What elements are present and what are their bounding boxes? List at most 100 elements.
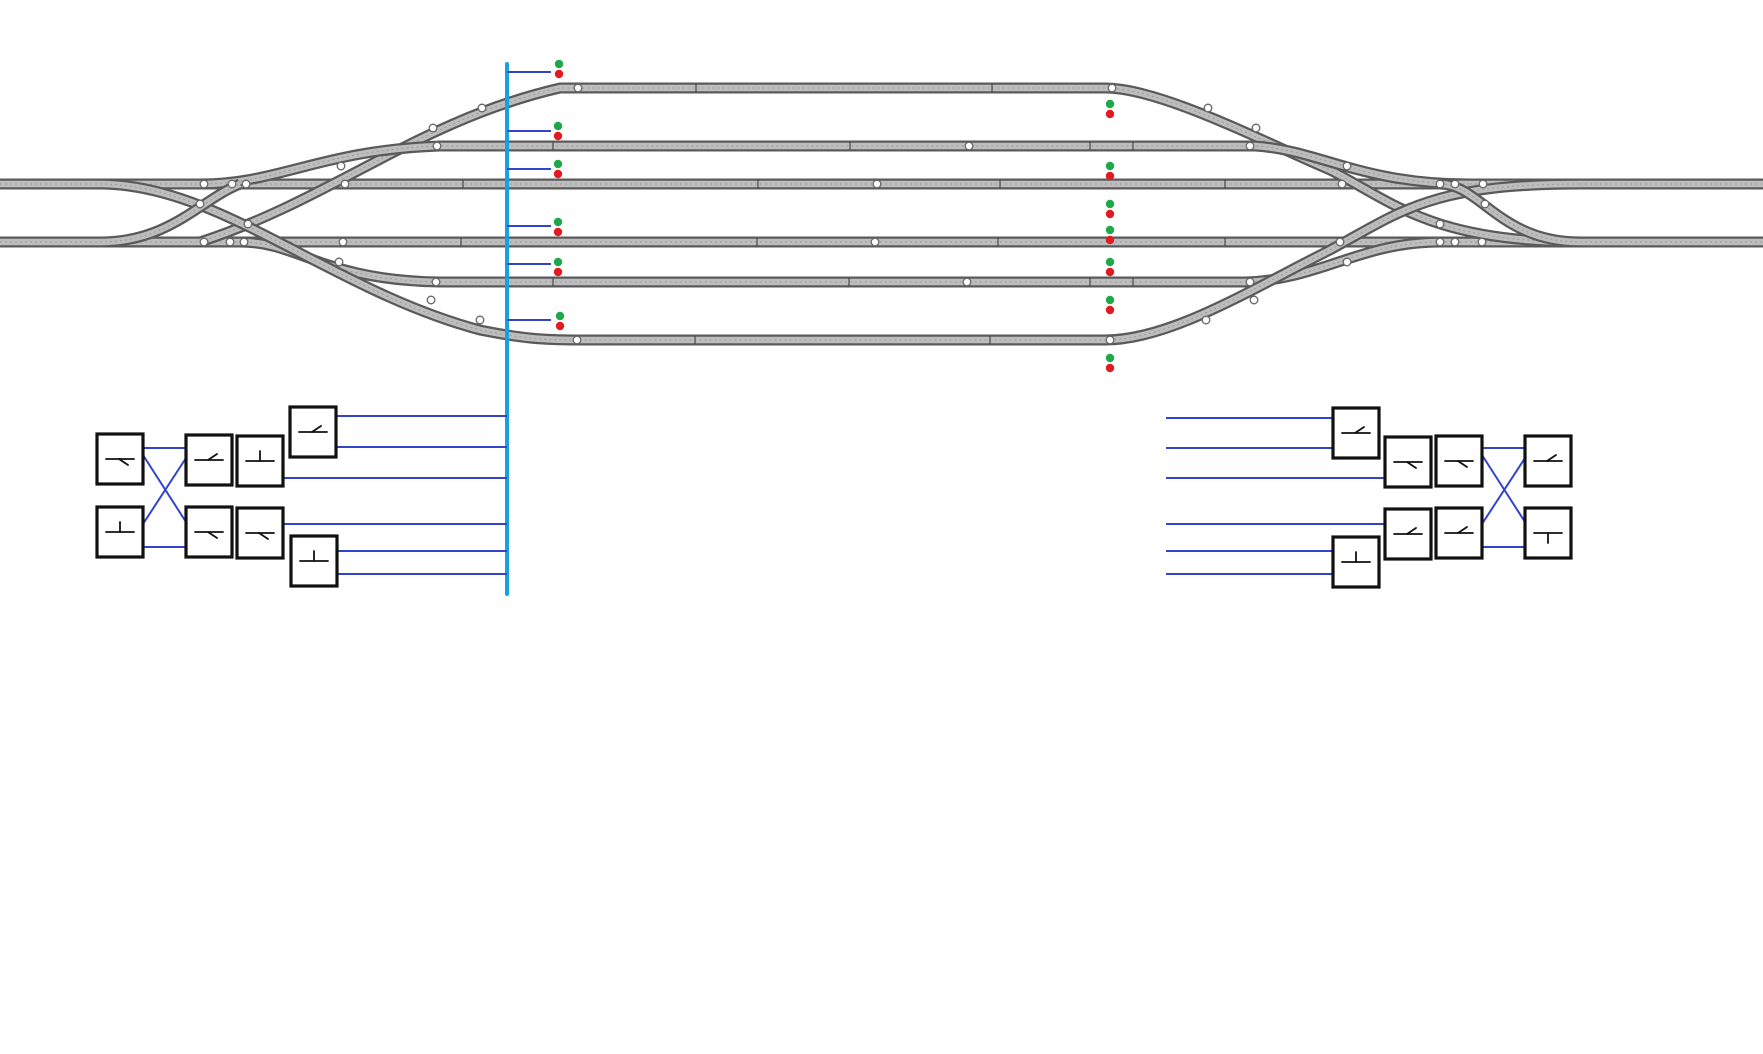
rail-joint xyxy=(1450,237,1460,247)
track-centerline-siding-top xyxy=(199,87,1581,243)
signal-east[interactable] xyxy=(1105,353,1115,373)
switch-west-6[interactable] xyxy=(235,506,285,560)
rail-joint xyxy=(1337,179,1347,189)
rail-joint xyxy=(334,257,344,267)
signal-east[interactable] xyxy=(1105,99,1115,119)
rail-joint xyxy=(1201,315,1211,325)
turnout-switch-icon xyxy=(1444,526,1474,534)
rail-joint xyxy=(1435,179,1445,189)
turnout-switch-icon xyxy=(245,450,275,462)
signal-east[interactable] xyxy=(1105,295,1115,315)
signal-east[interactable] xyxy=(1105,225,1115,245)
rail-joint xyxy=(1435,219,1445,229)
rail-joint xyxy=(241,179,251,189)
switch-west-5[interactable] xyxy=(235,434,285,488)
rail-joint xyxy=(477,103,487,113)
switch-panels xyxy=(95,405,1573,589)
switch-wire xyxy=(1481,457,1526,525)
signal-green-icon xyxy=(1105,199,1115,209)
switch-east-7[interactable] xyxy=(1523,506,1573,560)
turnout-switch-icon xyxy=(194,453,224,461)
rail-joint xyxy=(1245,141,1255,151)
switch-wire xyxy=(142,454,187,523)
signal-west[interactable] xyxy=(553,159,563,179)
signal-red-icon xyxy=(553,267,563,277)
switch-frame xyxy=(95,432,145,486)
switch-frame xyxy=(1331,535,1381,589)
turnout-switch-icon xyxy=(1393,461,1423,469)
turnout-switch-icon xyxy=(245,532,275,540)
signal-west[interactable] xyxy=(555,311,565,331)
signal-red-icon xyxy=(553,169,563,179)
switch-west-2[interactable] xyxy=(95,505,145,559)
switch-frame xyxy=(1434,506,1484,560)
switch-west-8[interactable] xyxy=(289,534,339,588)
switch-frame xyxy=(1383,507,1433,561)
signal-west[interactable] xyxy=(554,59,564,79)
rail-joint xyxy=(239,237,249,247)
track-siding-lower xyxy=(239,236,1441,288)
signal-red-icon xyxy=(553,227,563,237)
rail-joint xyxy=(572,335,582,345)
rail-joint xyxy=(243,219,253,229)
signal-east[interactable] xyxy=(1105,199,1115,219)
switch-west-7[interactable] xyxy=(288,405,338,459)
rail-joint xyxy=(426,295,436,305)
turnout-switch-icon xyxy=(1341,426,1371,434)
switch-east-6[interactable] xyxy=(1434,506,1484,560)
switch-west-4[interactable] xyxy=(184,505,234,559)
switch-west-3[interactable] xyxy=(184,433,234,487)
rail-joint xyxy=(1480,199,1490,209)
turnout-switch-icon xyxy=(298,425,328,433)
rail-joint xyxy=(475,315,485,325)
signal-red-icon xyxy=(1105,171,1115,181)
signal-west[interactable] xyxy=(553,121,563,141)
rail-joint xyxy=(432,141,442,151)
switch-east-5[interactable] xyxy=(1383,507,1433,561)
turnout-switch-icon xyxy=(1533,532,1563,544)
rail-joint xyxy=(199,237,209,247)
rail-joint xyxy=(1450,179,1460,189)
turnout-switch-icon xyxy=(194,531,224,539)
switch-east-2[interactable] xyxy=(1383,435,1433,489)
switch-east-3[interactable] xyxy=(1434,434,1484,488)
rail-joint xyxy=(1249,295,1259,305)
signal-green-icon xyxy=(554,59,564,69)
rail-joint xyxy=(428,123,438,133)
control-wiring xyxy=(142,62,1526,596)
switch-wire xyxy=(1481,454,1526,523)
signal-east[interactable] xyxy=(1105,161,1115,181)
rail-joint xyxy=(872,179,882,189)
track-layer xyxy=(0,82,1763,346)
rail-joint xyxy=(964,141,974,151)
track-centerline-siding-bottom xyxy=(99,183,1581,341)
signal-red-icon xyxy=(1105,109,1115,119)
signal-west[interactable] xyxy=(553,257,563,277)
switch-wire xyxy=(142,457,187,525)
signal-red-icon xyxy=(554,69,564,79)
signal-green-icon xyxy=(1105,257,1115,267)
signal-green-icon xyxy=(555,311,565,321)
rail-joint xyxy=(1251,123,1261,133)
signals-layer xyxy=(553,59,1115,373)
switch-east-1[interactable] xyxy=(1331,406,1381,460)
rail-joint xyxy=(962,277,972,287)
signal-west[interactable] xyxy=(553,217,563,237)
signal-green-icon xyxy=(553,217,563,227)
switch-west-1[interactable] xyxy=(95,432,145,486)
switch-east-4[interactable] xyxy=(1523,434,1573,488)
signal-red-icon xyxy=(1105,305,1115,315)
turnout-switch-icon xyxy=(105,521,135,533)
rail-joint xyxy=(1435,237,1445,247)
rail-joint xyxy=(340,179,350,189)
switch-east-8[interactable] xyxy=(1331,535,1381,589)
rail-joints xyxy=(195,83,1490,345)
signal-east[interactable] xyxy=(1105,257,1115,277)
rail-joint xyxy=(1107,83,1117,93)
rail-joint xyxy=(1478,179,1488,189)
turnout-switch-icon xyxy=(1444,460,1474,468)
signal-green-icon xyxy=(553,121,563,131)
signal-green-icon xyxy=(1105,225,1115,235)
track-centerline-siding-upper xyxy=(199,145,1471,185)
